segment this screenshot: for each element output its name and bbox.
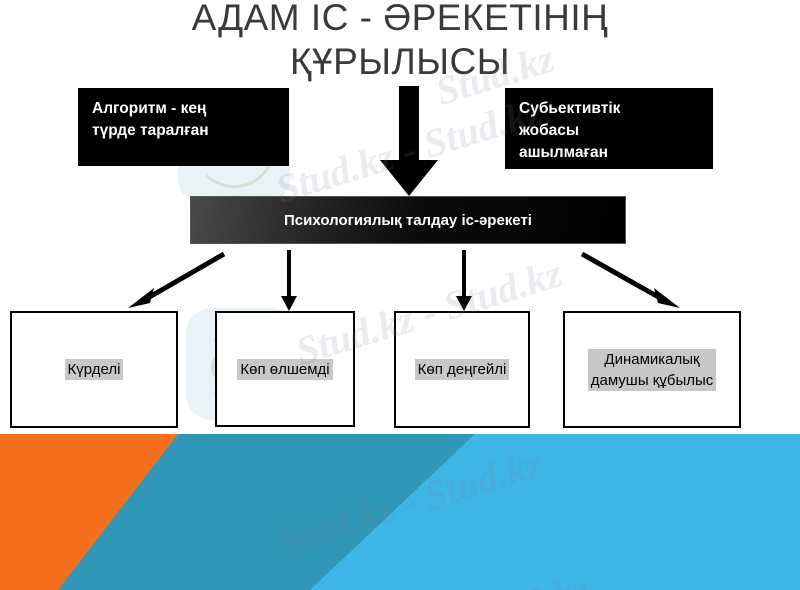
attribute-box: Көп өлшемді [215, 311, 355, 427]
attribute-box: Көп деңгейлі [394, 311, 530, 428]
arrow-down-right-icon [580, 251, 680, 308]
arrow-down-left-icon [128, 251, 226, 308]
central-process-label: Психологиялық талдау іс-әрекеті [284, 211, 532, 229]
attribute-box: Күрделі [10, 311, 178, 428]
decorative-footer-band [0, 434, 800, 590]
note-box-right: Субьективтік жобасы ашылмаған [505, 88, 713, 169]
block-arrow-down-icon [380, 86, 438, 196]
attribute-label: Көп өлшемді [237, 358, 333, 380]
attribute-label: Көп деңгейлі [414, 359, 510, 380]
note-box-left: Алгоритм - кең түрде таралған [78, 88, 289, 166]
central-process-box: Психологиялық талдау іс-әрекеті [190, 196, 626, 244]
attribute-label: Динамикалық дамушы құбылыс [587, 348, 717, 391]
attribute-box: Динамикалық дамушы құбылыс [563, 311, 741, 428]
arrow-down-icon [456, 250, 472, 311]
arrow-down-icon [281, 250, 297, 311]
page-title: АДАМ ІС - ӘРЕКЕТІНІҢ ҚҰРЫЛЫСЫ [191, 0, 609, 82]
band-orange-wedge [0, 434, 178, 590]
attribute-label: Күрделі [64, 359, 124, 380]
band-teal-wedge [0, 434, 475, 590]
